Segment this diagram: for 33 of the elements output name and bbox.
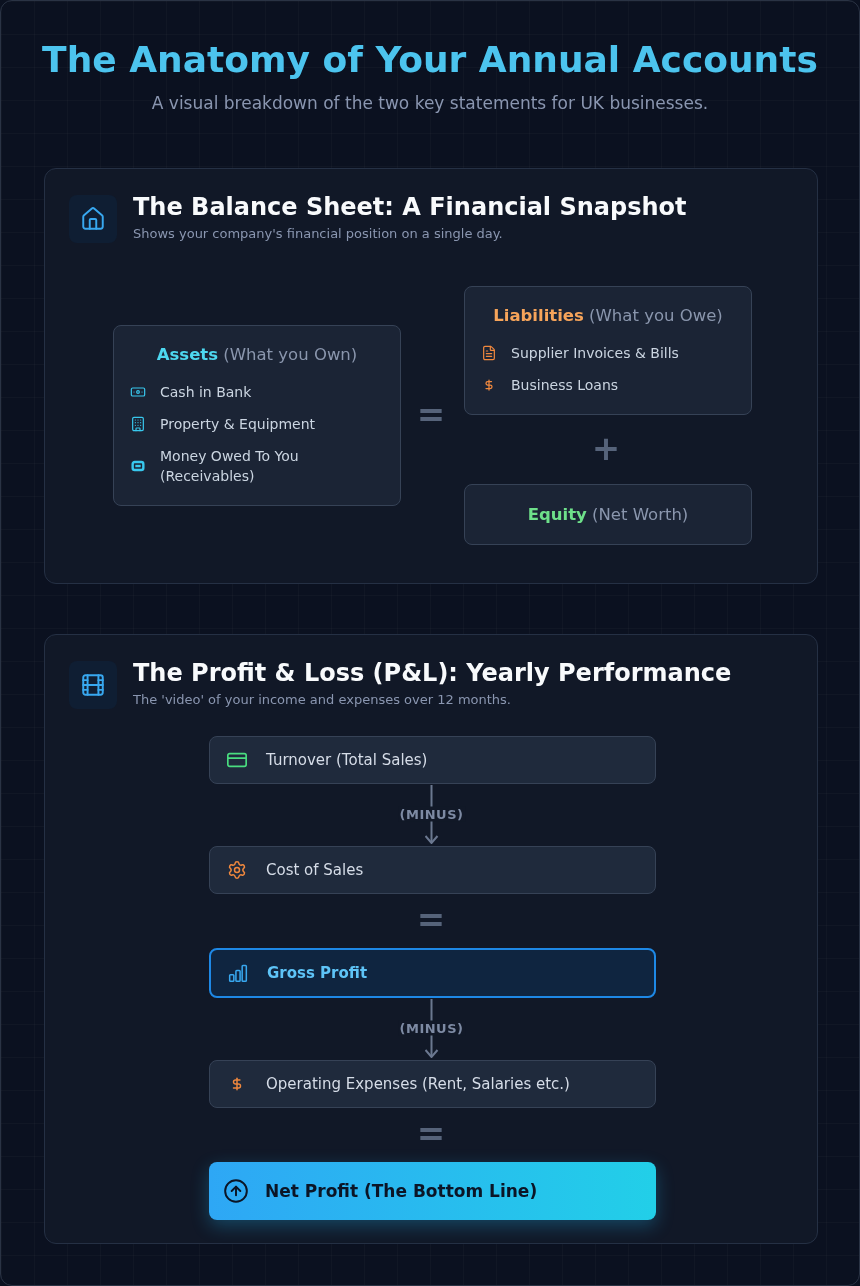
equals-sign: = — [416, 902, 446, 936]
list-item-text: Cash in Bank — [160, 383, 252, 402]
step-label: Gross Profit — [267, 964, 368, 982]
list-item-text: Property & Equipment — [160, 415, 316, 434]
equals-sign: = — [416, 397, 446, 431]
panel-title: The Balance Sheet: A Financial Snapshot — [133, 193, 687, 221]
equals-sign: = — [416, 1116, 446, 1150]
step-label: Cost of Sales — [266, 861, 364, 879]
category-box — [464, 484, 752, 545]
category-box — [113, 325, 401, 506]
box-heading: Equity (Net Worth) — [526, 505, 690, 524]
flow-step-box — [209, 846, 656, 894]
list-item-text: Supplier Invoices & Bills — [511, 344, 679, 363]
list-item-text: Money Owed To You (Receivables) — [160, 447, 300, 486]
flow-step-box — [209, 736, 656, 784]
panel-subtitle: Shows your company's financial position on a single day. — [133, 226, 503, 241]
section-panel — [44, 168, 818, 584]
page-title: The Anatomy of Your Annual Accounts — [41, 39, 819, 80]
plus-sign: + — [591, 431, 621, 465]
flow-step-box — [209, 948, 656, 998]
result-box — [209, 1162, 656, 1220]
category-box — [464, 286, 752, 415]
box-heading: Liabilities (What you Owe) — [492, 306, 724, 325]
panel-subtitle: The 'video' of your income and expenses over 12 months. — [133, 692, 511, 707]
box-heading: Assets (What you Own) — [155, 345, 359, 364]
step-label: Net Profit (The Bottom Line) — [265, 1181, 538, 1201]
step-label: Operating Expenses (Rent, Salaries etc.) — [266, 1075, 570, 1093]
list-item-text: Business Loans — [511, 376, 619, 395]
flow-step-box — [209, 1060, 656, 1108]
step-label: Turnover (Total Sales) — [266, 751, 428, 769]
page-subtitle: A visual breakdown of the two key statements for UK businesses. — [150, 93, 710, 113]
panel-title: The Profit & Loss (P&L): Yearly Performance — [133, 659, 732, 687]
section-panel — [44, 634, 818, 1244]
